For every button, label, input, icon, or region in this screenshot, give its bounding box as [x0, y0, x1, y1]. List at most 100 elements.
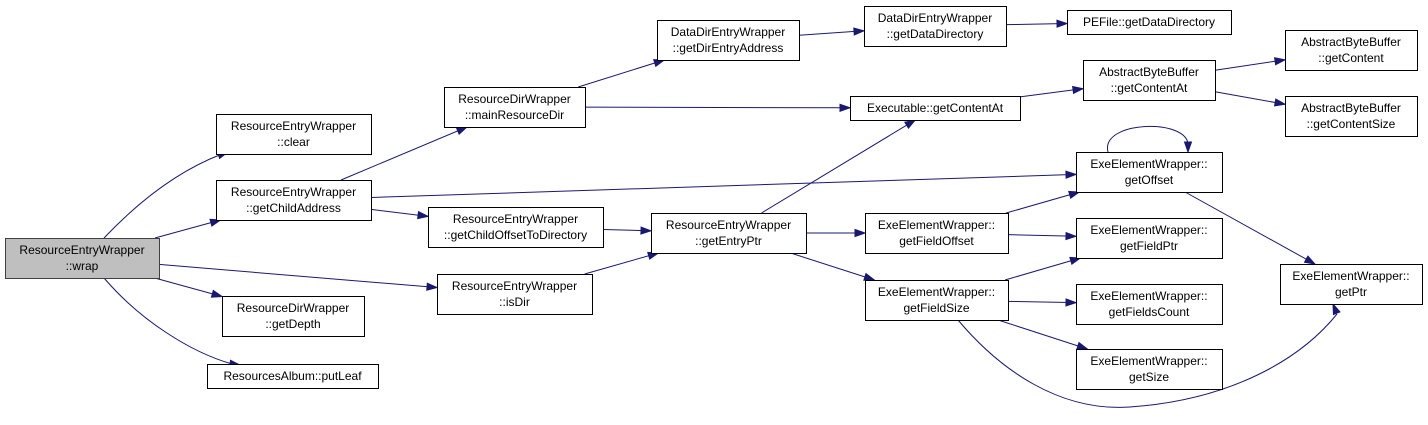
- node-getFieldPtr[interactable]: ExeElementWrapper::getFieldPtr: [1076, 218, 1223, 259]
- edge-getFieldSize-to-getSize: [997, 319, 1089, 350]
- node-getDepth[interactable]: ResourceDirWrapper::getDepth: [222, 296, 365, 337]
- node-label-line: getOffset: [1125, 173, 1174, 187]
- edge-getChildAddress-to-mainResourceDir-arrowhead: [455, 126, 469, 135]
- edge-mainResourceDir-to-getContentAt-line: [584, 106, 851, 109]
- edge-getFieldOffset-to-getOffset: [1006, 190, 1081, 214]
- node-label-line: ::getContent: [1318, 51, 1384, 65]
- node-putLeaf[interactable]: ResourcesAlbum::putLeaf: [207, 364, 379, 389]
- edge-wrap-to-getChildAddress: [154, 218, 223, 239]
- edge-getFieldSize-to-getFieldPtr: [1004, 256, 1082, 281]
- edge-abbGetContentAt-to-getContentSize-arrowhead: [1273, 98, 1287, 107]
- node-label-line: getFieldSize: [903, 301, 969, 315]
- edge-wrap-to-getDepth: [154, 277, 224, 298]
- node-box: [657, 20, 800, 61]
- node-label-line: Executable::getContentAt: [867, 101, 1004, 115]
- node-getChildOffsetToDirectory[interactable]: ResourceEntryWrapper::getChildOffsetToDi…: [428, 207, 604, 248]
- node-label-line: ::getEntryPtr: [695, 234, 762, 248]
- edge-getEntryPtr-to-getContentAt: [761, 119, 917, 214]
- node-box: [5, 238, 160, 279]
- edge-getEntryPtr-to-getFieldOffset-arrowhead: [854, 228, 867, 238]
- edge-getFieldOffset-to-getFieldPtr-arrowhead: [1065, 231, 1078, 241]
- edge-getFieldOffset-to-getOffset-arrowhead: [1068, 190, 1081, 199]
- edge-getFieldSize-to-getFieldsCount-arrowhead: [1065, 298, 1078, 307]
- edge-getChildAddress-to-getChildOffsetToDirectory-arrowhead: [417, 210, 430, 220]
- node-getFieldOffset[interactable]: ExeElementWrapper::getFieldOffset: [865, 213, 1009, 254]
- edge-getDirEntryAddress-to-getDataDirectory-arrowhead: [853, 27, 866, 36]
- node-label-line: ::clear: [277, 135, 310, 149]
- node-getContent[interactable]: AbstractByteBuffer::getContent: [1285, 30, 1418, 71]
- edge-getDataDirectory-to-peGetDataDirectory: [1005, 19, 1069, 28]
- node-label-line: ResourceDirWrapper: [237, 301, 349, 315]
- node-getSize[interactable]: ExeElementWrapper::getSize: [1076, 349, 1223, 390]
- edge-getChildAddress-to-getOffset: [370, 170, 1078, 198]
- edge-getContentAt-to-abbGetContentAt-line: [1019, 88, 1084, 98]
- node-wrap[interactable]: ResourceEntryWrapper::wrap: [5, 238, 160, 279]
- node-label-line: ExeElementWrapper::: [1090, 354, 1207, 368]
- edge-getOffset-to-getPtr-arrowhead: [1303, 255, 1317, 265]
- node-box: [1076, 284, 1223, 325]
- node-getContentAt[interactable]: Executable::getContentAt: [850, 96, 1021, 121]
- node-box: [1285, 96, 1418, 137]
- edge-abbGetContentAt-to-getContent-line: [1214, 59, 1286, 71]
- node-box: [1076, 349, 1223, 390]
- node-getDataDirectory[interactable]: DataDirEntryWrapper::getDataDirectory: [864, 6, 1007, 47]
- node-box: [1076, 152, 1223, 193]
- edge-mainResourceDir-to-getContentAt-arrowhead: [839, 103, 852, 112]
- node-label-line: ResourceEntryWrapper: [231, 119, 356, 133]
- node-label-line: ::getChildAddress: [246, 201, 341, 215]
- node-isDir[interactable]: ResourceEntryWrapper::isDir: [437, 274, 593, 315]
- edge-wrap-to-isDir-line: [158, 263, 438, 289]
- edge-wrap-to-getDepth-arrowhead: [210, 289, 224, 298]
- edge-getOffset-to-getOffset-arrowhead: [1183, 141, 1193, 154]
- node-getOffset[interactable]: ExeElementWrapper::getOffset: [1076, 152, 1223, 193]
- edge-getOffset-to-getOffset-line: [1107, 125, 1189, 153]
- edge-getFieldSize-to-getFieldsCount-line: [1007, 300, 1077, 304]
- node-label-line: AbstractByteBuffer: [1099, 65, 1199, 79]
- node-box: [850, 96, 1021, 121]
- node-label-line: ::getChildOffsetToDirectory: [444, 228, 587, 242]
- node-label-line: ExeElementWrapper::: [1292, 269, 1409, 283]
- edge-getEntryPtr-to-getContentAt-line: [761, 119, 916, 214]
- node-getEntryPtr[interactable]: ResourceEntryWrapper::getEntryPtr: [651, 213, 807, 254]
- edge-getFieldSize-to-getPtr: [957, 302, 1341, 408]
- node-label-line: ResourcesAlbum::putLeaf: [223, 369, 362, 383]
- edge-getEntryPtr-to-getContentAt-arrowhead: [904, 119, 917, 130]
- node-label-line: ::getDepth: [265, 317, 320, 331]
- node-abbGetContentAt[interactable]: AbstractByteBuffer::getContentAt: [1083, 60, 1216, 101]
- edges-layer: [103, 19, 1341, 408]
- node-label-line: DataDirEntryWrapper: [878, 11, 992, 25]
- edge-getFieldOffset-to-getFieldPtr: [1007, 231, 1078, 241]
- node-box: [865, 280, 1009, 321]
- edge-getChildAddress-to-getOffset-arrowhead: [1065, 170, 1078, 179]
- node-label-line: ::mainResourceDir: [465, 108, 564, 122]
- node-label-line: ::isDir: [499, 295, 530, 309]
- node-getFieldSize[interactable]: ExeElementWrapper::getFieldSize: [865, 280, 1009, 321]
- node-label-line: ExeElementWrapper::: [878, 285, 995, 299]
- node-label-line: ResourceEntryWrapper: [453, 212, 578, 226]
- edge-getEntryPtr-to-getFieldOffset: [806, 228, 867, 238]
- node-label-line: ::getContentSize: [1307, 117, 1396, 131]
- node-label-line: ::wrap: [66, 259, 99, 273]
- node-clear[interactable]: ResourceEntryWrapper::clear: [216, 114, 372, 155]
- node-getPtr[interactable]: ExeElementWrapper::getPtr: [1280, 264, 1423, 305]
- node-getDirEntryAddress[interactable]: DataDirEntryWrapper::getDirEntryAddress: [657, 20, 800, 61]
- edge-mainResourceDir-to-getDirEntryAddress: [578, 59, 666, 88]
- edge-mainResourceDir-to-getDirEntryAddress-line: [578, 59, 665, 88]
- node-box: [1083, 60, 1216, 101]
- edge-getOffset-to-getOffset: [1107, 125, 1193, 154]
- edge-wrap-to-putLeaf-line: [103, 277, 233, 365]
- node-getFieldsCount[interactable]: ExeElementWrapper::getFieldsCount: [1076, 284, 1223, 325]
- edge-getChildOffsetToDirectory-to-getEntryPtr: [602, 226, 653, 235]
- edge-getFieldSize-to-getFieldPtr-line: [1004, 257, 1081, 281]
- node-getContentSize[interactable]: AbstractByteBuffer::getContentSize: [1285, 96, 1418, 137]
- edge-getFieldSize-to-getFieldsCount: [1007, 298, 1078, 307]
- node-peGetDataDirectory[interactable]: PEFile::getDataDirectory: [1067, 10, 1232, 35]
- edge-getEntryPtr-to-getFieldSize-arrowhead: [863, 272, 876, 281]
- node-getChildAddress[interactable]: ResourceEntryWrapper::getChildAddress: [216, 180, 372, 221]
- edge-getContentAt-to-abbGetContentAt-arrowhead: [1072, 85, 1085, 95]
- node-label-line: ::getDataDirectory: [887, 27, 984, 41]
- node-label-line: ExeElementWrapper::: [878, 218, 995, 232]
- node-label-line: ExeElementWrapper::: [1090, 289, 1207, 303]
- node-mainResourceDir[interactable]: ResourceDirWrapper::mainResourceDir: [444, 87, 586, 128]
